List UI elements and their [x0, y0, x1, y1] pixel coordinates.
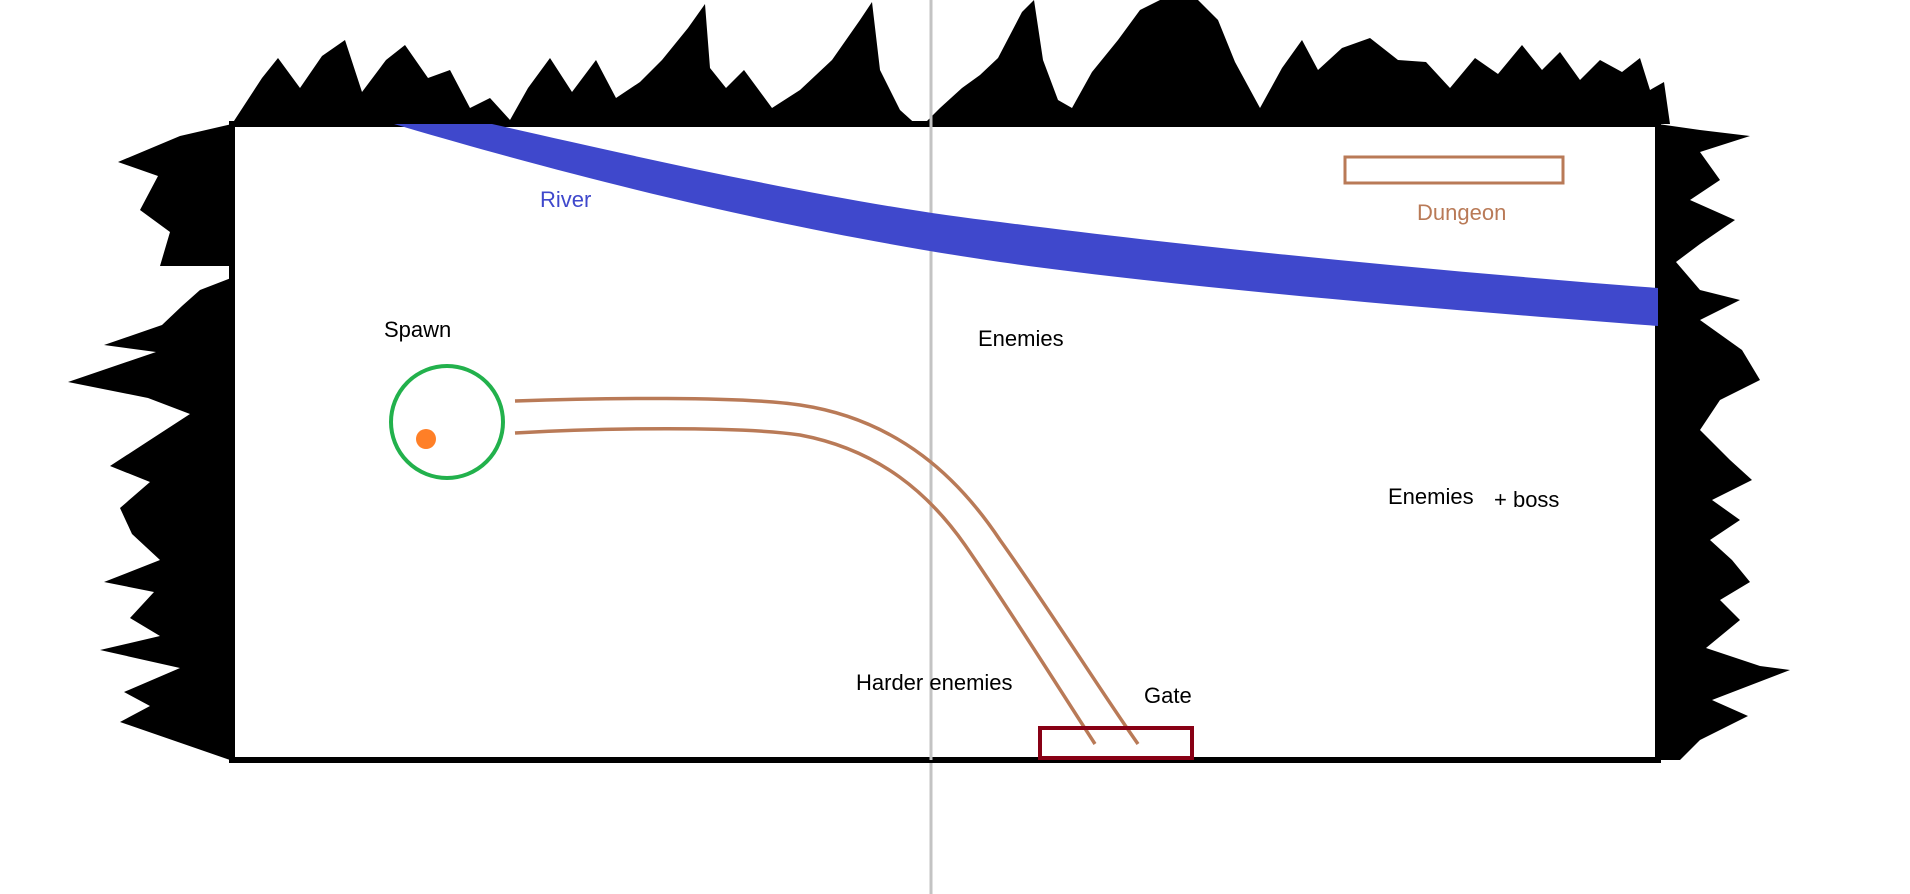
harder-enemies-label: Harder enemies — [856, 670, 1013, 695]
spawn-ring[interactable] — [389, 364, 505, 480]
river — [394, 124, 1658, 326]
spawn-label: Spawn — [384, 317, 451, 342]
rock-border-right — [1658, 124, 1790, 760]
enemies-label: Enemies — [978, 326, 1064, 351]
rock-border-left — [68, 124, 262, 760]
gate-label: Gate — [1144, 683, 1192, 708]
enemies-boss-label: Enemies — [1388, 484, 1474, 509]
dungeon-label: Dungeon — [1417, 200, 1506, 225]
river-label: River — [540, 187, 591, 212]
spawn-point[interactable] — [416, 429, 436, 449]
dungeon-marker[interactable] — [1343, 155, 1565, 185]
gate-marker[interactable] — [1038, 726, 1194, 760]
path-edge-upper — [514, 396, 1140, 746]
rock-border-top — [232, 0, 1670, 128]
path-edge-lower — [514, 427, 1097, 745]
boss-label: + boss — [1494, 487, 1559, 512]
